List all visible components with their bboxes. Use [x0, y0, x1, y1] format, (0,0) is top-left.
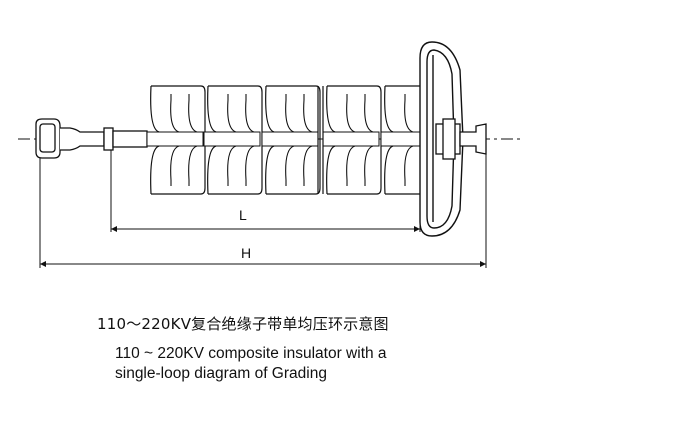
caption-english-line1: 110 ~ 220KV composite insulator with a — [115, 345, 387, 362]
dimension-L — [110, 150, 421, 232]
section-break — [317, 86, 324, 194]
caption-english-line2: single-loop diagram of Grading — [115, 365, 327, 382]
shed-group — [322, 85, 382, 195]
shed-group — [203, 85, 263, 195]
shed-group — [261, 85, 321, 195]
right-end-fitting — [435, 118, 487, 160]
caption-chinese: 110～220KV复合绝缘子带单均压环示意图 — [97, 315, 389, 333]
dimension-L-label: L — [239, 207, 247, 223]
left-end-fitting — [35, 118, 148, 159]
shed-array — [146, 85, 440, 195]
shed-group — [146, 85, 206, 195]
dimension-H — [39, 154, 487, 268]
dimension-H-label: H — [241, 245, 251, 261]
